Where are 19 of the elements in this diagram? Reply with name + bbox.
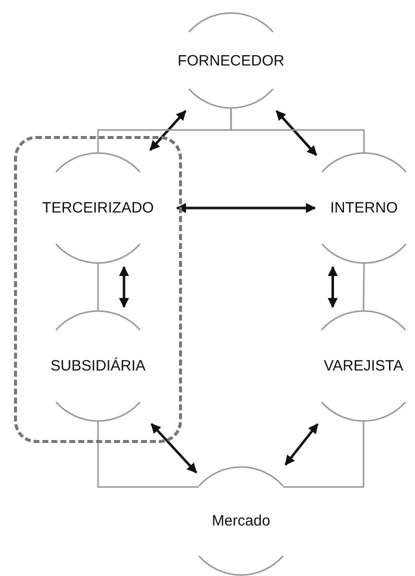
connector-line xyxy=(97,263,99,311)
double-arrow xyxy=(176,203,316,213)
connector-line xyxy=(283,421,364,488)
node-label: TERCEIRIZADO xyxy=(41,200,155,216)
node-label: INTERNO xyxy=(329,200,399,216)
double-arrow xyxy=(119,266,129,308)
node-label: Mercado xyxy=(210,512,272,530)
double-arrow xyxy=(276,110,318,156)
node-label: SUBSIDIÁRIA xyxy=(49,358,147,374)
double-arrow xyxy=(284,423,319,466)
connector-line xyxy=(362,263,365,311)
connector-line xyxy=(97,421,199,488)
double-arrow xyxy=(150,423,198,474)
node-label: FORNECEDOR xyxy=(176,52,286,69)
double-arrow xyxy=(149,110,186,151)
double-arrow xyxy=(328,266,338,308)
connector-line xyxy=(230,108,365,153)
dashed-group-box xyxy=(14,136,182,443)
node-label: VAREJISTA xyxy=(322,358,404,374)
